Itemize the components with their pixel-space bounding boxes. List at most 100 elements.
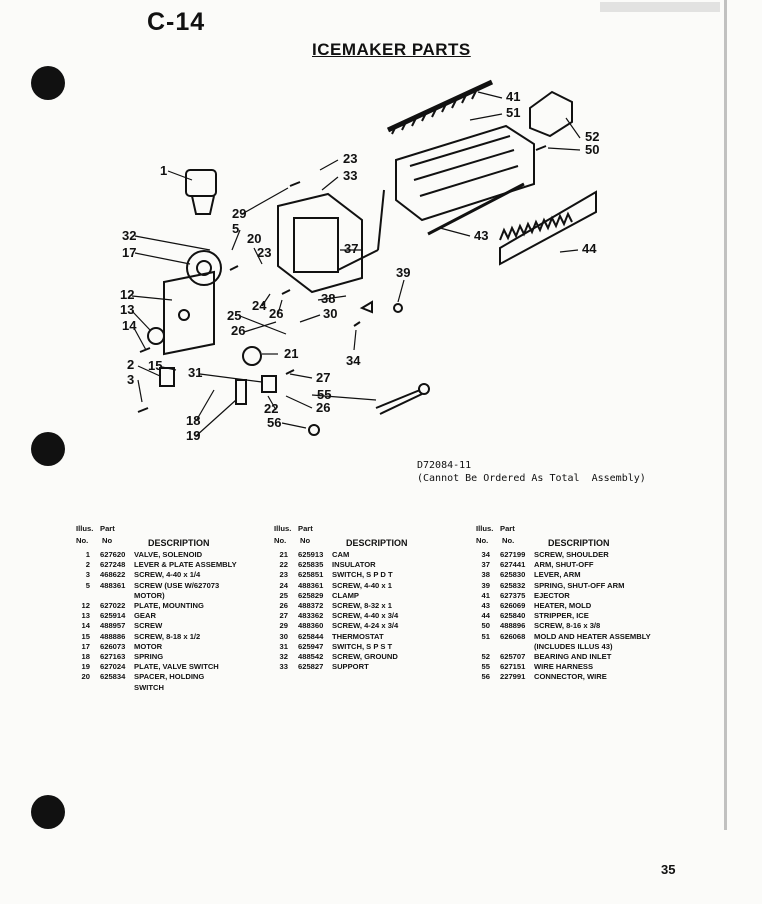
- solenoid-valve-drawing: [185, 169, 217, 197]
- illus-number: 25: [279, 590, 288, 600]
- illus-number: 55: [481, 662, 490, 672]
- ice-stripper-drawing: [499, 190, 597, 266]
- illus-number: 24: [279, 580, 288, 590]
- callout-43: 43: [474, 228, 488, 243]
- callout-19: 19: [186, 428, 200, 443]
- part-description: THERMOSTAT: [332, 631, 384, 641]
- callout-51: 51: [506, 105, 520, 120]
- callout-23: 23: [257, 245, 271, 260]
- header-no1: No.: [76, 536, 89, 545]
- part-number: 627248: [100, 560, 126, 570]
- part-description: SCREW, GROUND: [332, 652, 398, 662]
- illus-number: 52: [481, 652, 490, 662]
- illus-number: 30: [279, 631, 288, 641]
- illus-number: 37: [481, 560, 490, 570]
- callout-29: 29: [232, 206, 246, 221]
- ejector-drawing: [386, 79, 494, 133]
- scan-noise: [724, 0, 727, 830]
- part-number: 627199: [500, 550, 526, 559]
- callout-52: 52: [585, 129, 599, 144]
- part-number: 627024: [100, 662, 126, 672]
- illus-number: 50: [481, 621, 490, 631]
- part-description: VALVE, SOLENOID: [134, 550, 203, 559]
- mounting-plate-drawing: [163, 270, 215, 356]
- part-number: 488542: [298, 652, 324, 662]
- gear-drawing: [147, 327, 165, 345]
- callout-26: 26: [316, 400, 330, 415]
- shut-off-arm-drawing: [337, 189, 385, 271]
- callout-18: 18: [186, 413, 200, 428]
- illus-number: 21: [279, 550, 288, 559]
- header-illus: Illus.: [476, 524, 494, 533]
- callout-31: 31: [188, 365, 202, 380]
- drawing-note: (Cannot Be Ordered As Total Assembly): [417, 473, 646, 484]
- part-number: 488957: [100, 621, 126, 631]
- illus-number: 51: [481, 631, 490, 641]
- part-number: 488886: [100, 631, 126, 641]
- illus-number: 43: [481, 601, 490, 611]
- part-number: 488372: [298, 601, 324, 611]
- callout-3: 3: [127, 372, 134, 387]
- callout-33: 33: [343, 168, 357, 183]
- part-description: SCREW, 4-40 x 3/4: [332, 611, 399, 621]
- header-no1: No.: [476, 536, 489, 545]
- callout-25: 25: [227, 308, 241, 323]
- part-description: SWITCH: [134, 682, 164, 692]
- part-description: MOTOR): [134, 590, 165, 600]
- part-number: 625851: [298, 570, 324, 580]
- page-code: C-14: [147, 8, 206, 36]
- part-number: 625827: [298, 662, 324, 672]
- part-number: 625834: [100, 672, 126, 682]
- part-description: SPACER, HOLDING: [134, 672, 205, 682]
- illus-number: 13: [81, 611, 90, 621]
- illus-number: 3: [85, 570, 90, 580]
- part-description: SWITCH, S P D T: [332, 570, 393, 580]
- part-number: 625835: [298, 560, 324, 570]
- callout-27: 27: [316, 370, 330, 385]
- callout-32: 32: [122, 228, 136, 243]
- part-description: MOTOR: [134, 641, 163, 651]
- illus-number: 34: [481, 550, 490, 559]
- illus-number: 14: [81, 621, 90, 631]
- callout-12: 12: [120, 287, 134, 302]
- callout-41: 41: [506, 89, 520, 104]
- part-number: [100, 591, 134, 601]
- part-number: 488360: [298, 621, 324, 631]
- header-illus: Illus.: [76, 524, 94, 533]
- callout-17: 17: [122, 245, 136, 260]
- part-number: 627620: [100, 550, 126, 559]
- part-number: 483362: [298, 611, 324, 621]
- scan-noise: [600, 2, 720, 12]
- part-description: SCREW, 4-24 x 3/4: [332, 621, 399, 631]
- part-number: 627375: [500, 590, 526, 600]
- callout-39: 39: [396, 265, 410, 280]
- part-number: 626073: [100, 641, 126, 651]
- ice-mold-drawing: [395, 124, 535, 222]
- table-row: MOTOR): [76, 591, 266, 601]
- callout-56: 56: [267, 415, 281, 430]
- support-housing-drawing: [277, 192, 363, 294]
- illus-number: 19: [81, 662, 90, 672]
- drawing-reference: D72084-11 (Cannot Be Ordered As Total As…: [417, 459, 646, 485]
- callout-44: 44: [582, 241, 597, 256]
- part-number: 488361: [100, 580, 126, 590]
- callout-34: 34: [346, 353, 361, 368]
- table-row: SWITCH: [76, 683, 266, 693]
